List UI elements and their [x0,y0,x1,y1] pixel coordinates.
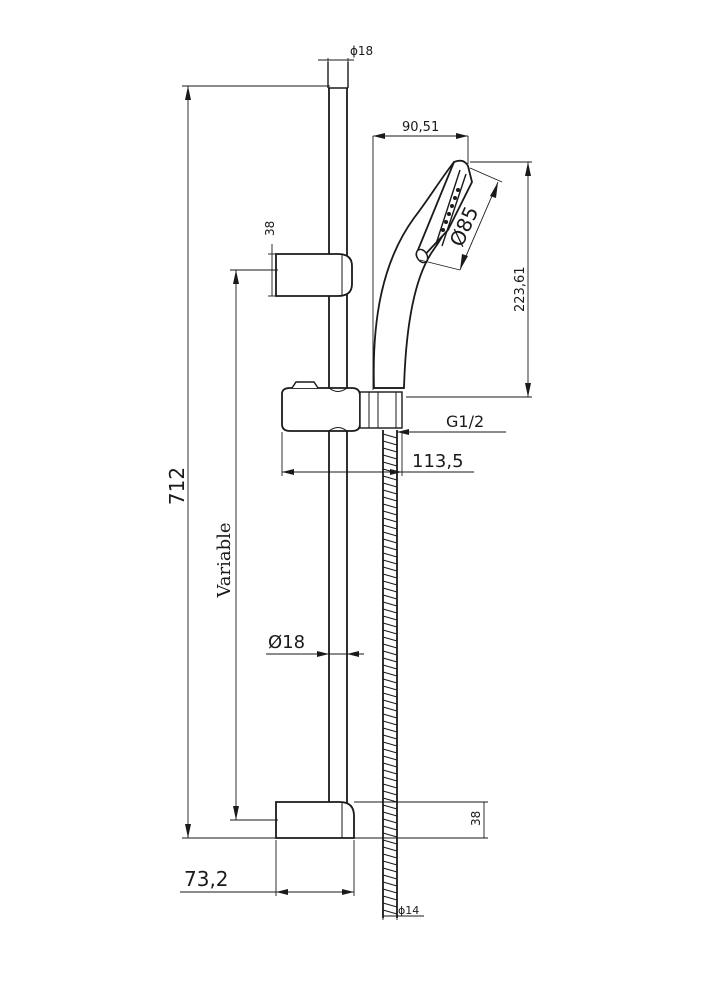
shower-hose [382,430,398,918]
label-hose-diameter: ϕ14 [398,904,419,917]
label-bracket-height: 38 [469,811,483,826]
label-rail-diameter: Ø18 [268,632,305,653]
bottom-wall-bracket [275,801,355,839]
top-wall-bracket [275,253,353,297]
label-wall-projection: 73,2 [184,867,229,891]
dim-thread: G1/2 [397,412,506,435]
label-thread: G1/2 [446,412,484,431]
dim-slider-projection: 113,5 [281,432,474,476]
dim-bracket-height: 38 [354,801,488,839]
dim-head-height: 223,61 [406,161,532,398]
label-slider-projection: 113,5 [412,451,464,472]
dim-rail-diameter: Ø18 [266,632,364,657]
slider [281,381,403,432]
slide-rail [327,62,349,805]
dim-rail-top-diameter: ϕ18 [318,44,373,64]
label-slider-top: 38 [263,221,277,236]
dim-wall-projection: 73,2 [180,840,355,896]
label-overall-height: 712 [165,467,189,505]
dim-hose-diameter: ϕ14 [382,904,424,920]
hand-shower [372,159,473,389]
dim-overall-height: 712 [165,85,330,839]
label-head-height: 223,61 [513,267,528,313]
label-rail-top-diameter: ϕ18 [350,44,373,58]
label-variable: Variable [214,522,235,598]
nozzle-dots [441,188,460,232]
dim-handshower-offset: 90,51 [372,120,469,390]
label-handshower-offset: 90,51 [402,120,439,135]
dim-slider-top: 38 [263,221,278,297]
dim-variable: Variable [214,269,278,821]
